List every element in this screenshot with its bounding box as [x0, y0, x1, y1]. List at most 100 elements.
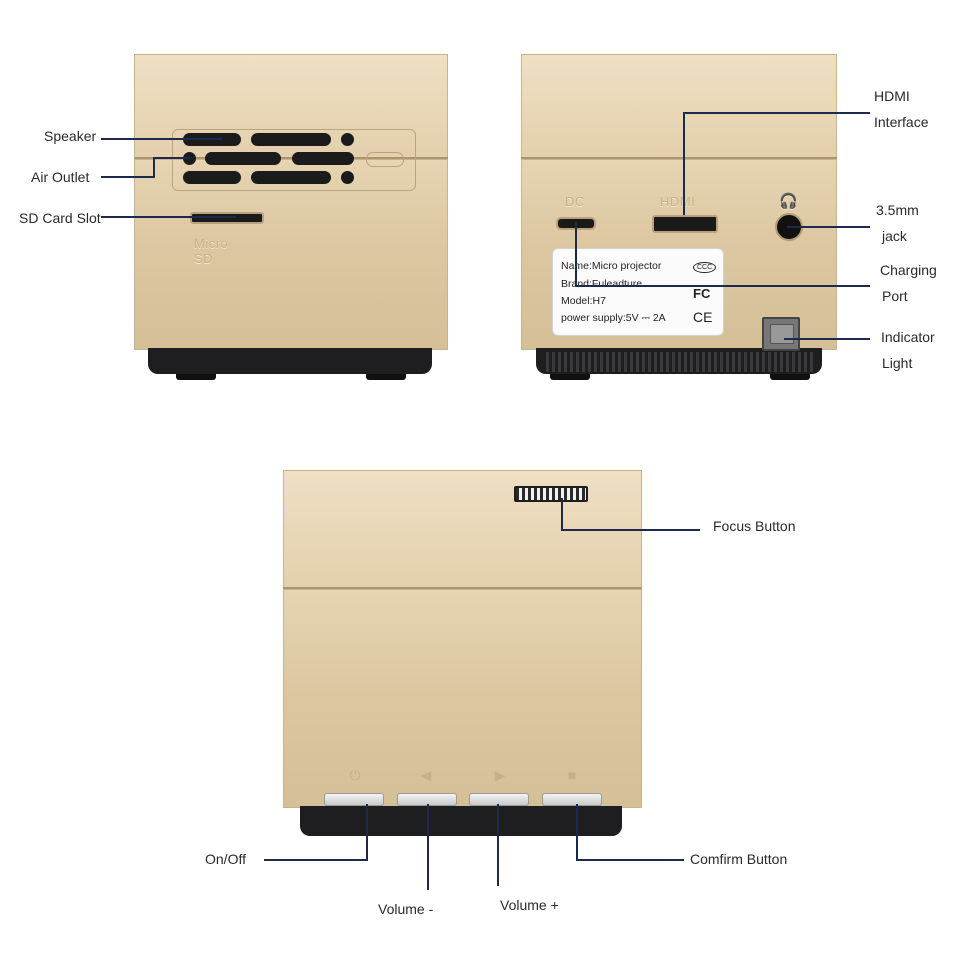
right-arrow-icon: ▶: [494, 767, 506, 783]
label-air-outlet: Air Outlet: [31, 169, 90, 185]
sticker-name: Name:Micro projector: [561, 260, 662, 272]
label-speaker: Speaker: [44, 128, 97, 144]
speaker-dot: [341, 133, 354, 146]
grill-bar: [738, 352, 741, 372]
grill-bar: [558, 352, 561, 372]
grill-bar: [546, 352, 549, 372]
bottom-base: [300, 806, 622, 836]
air-slot-3: [366, 152, 404, 167]
grill-bar: [708, 352, 711, 372]
speaker-slot-2: [251, 133, 331, 146]
grill-bar: [642, 352, 645, 372]
grill-bar: [654, 352, 657, 372]
fc-mark: FC: [693, 286, 711, 301]
grill-bar: [786, 352, 789, 372]
grill-bar: [798, 352, 801, 372]
grill-bar: [684, 352, 687, 372]
grill-bar: [714, 352, 717, 372]
air-slot-1: [205, 152, 281, 165]
label-jack-1: 3.5mm: [876, 202, 919, 218]
vent-slot-2: [251, 171, 331, 184]
hdmi-port[interactable]: [652, 215, 718, 233]
bottom-seam: [283, 587, 642, 589]
confirm-button[interactable]: [542, 793, 602, 806]
left-foot-r: [366, 374, 406, 380]
bottom-lower-housing: [283, 589, 642, 808]
grill-bar: [792, 352, 795, 372]
grill-bar: [732, 352, 735, 372]
label-focus-button: Focus Button: [713, 518, 796, 534]
label-jack-2: jack: [882, 228, 907, 244]
grill-bar: [576, 352, 579, 372]
grill-bar: [636, 352, 639, 372]
left-base: [148, 348, 432, 374]
label-on-off: On/Off: [205, 851, 246, 867]
grill-bar: [606, 352, 609, 372]
grill-bar: [678, 352, 681, 372]
right-foot-r: [770, 374, 810, 380]
grill-bar: [600, 352, 603, 372]
grill-bar: [672, 352, 675, 372]
ccc-mark: CCC: [693, 262, 717, 273]
grill-bar: [594, 352, 597, 372]
grill-bar: [618, 352, 621, 372]
grill: [546, 352, 816, 372]
grill-bar: [780, 352, 783, 372]
focus-wheel[interactable]: [514, 486, 588, 502]
grill-bar: [630, 352, 633, 372]
bottom-top-housing: [283, 470, 642, 590]
left-foot-l: [176, 374, 216, 380]
grill-bar: [702, 352, 705, 372]
dc-port[interactable]: [556, 217, 596, 230]
sd-card-slot[interactable]: [190, 212, 264, 224]
volume-plus-button[interactable]: [469, 793, 529, 806]
grill-bar: [570, 352, 573, 372]
ce-mark: CE: [693, 309, 713, 325]
label-volume-minus: Volume -: [378, 901, 434, 917]
dc-port-label: DC: [565, 194, 585, 209]
sticker-model: Model:H7: [561, 295, 606, 307]
air-slot-2: [292, 152, 354, 165]
speaker-slot-1: [183, 133, 241, 146]
indicator-light: [762, 317, 800, 351]
label-charging-1: Charging: [880, 262, 937, 278]
volume-minus-button[interactable]: [397, 793, 457, 806]
grill-bar: [726, 352, 729, 372]
grill-bar: [720, 352, 723, 372]
grill-bar: [588, 352, 591, 372]
power-icon: ⏻: [349, 767, 361, 783]
label-sd-card-slot: SD Card Slot: [19, 210, 101, 226]
on-off-button[interactable]: [324, 793, 384, 806]
grill-bar: [660, 352, 663, 372]
grill-bar: [690, 352, 693, 372]
left-seam: [134, 157, 448, 159]
grill-bar: [756, 352, 759, 372]
right-foot-l: [550, 374, 590, 380]
grill-bar: [762, 352, 765, 372]
grill-bar: [612, 352, 615, 372]
label-hdmi-1: HDMI: [874, 88, 910, 104]
sticker-power: power supply:5V ⎓ 2A: [561, 312, 666, 324]
micro-sd-text: Micro SD: [194, 236, 229, 266]
right-seam: [521, 157, 837, 159]
grill-bar: [564, 352, 567, 372]
air-dot-1: [183, 152, 196, 165]
label-indicator-1: Indicator: [881, 329, 935, 345]
audio-jack[interactable]: [775, 213, 803, 241]
headphone-icon: 🎧: [779, 193, 799, 210]
grill-bar: [696, 352, 699, 372]
grill-bar: [750, 352, 753, 372]
vent-dot: [341, 171, 354, 184]
label-volume-plus: Volume +: [500, 897, 559, 913]
grill-bar: [624, 352, 627, 372]
label-charging-2: Port: [882, 288, 908, 304]
grill-bar: [744, 352, 747, 372]
label-indicator-2: Light: [882, 355, 913, 371]
grill-bar: [804, 352, 807, 372]
grill-bar: [552, 352, 555, 372]
grill-bar: [648, 352, 651, 372]
grill-bar: [768, 352, 771, 372]
right-top-housing: [521, 54, 837, 160]
product-sticker: Name:Micro projector Brand:Fuleadture Mo…: [552, 248, 724, 336]
grill-bar: [774, 352, 777, 372]
